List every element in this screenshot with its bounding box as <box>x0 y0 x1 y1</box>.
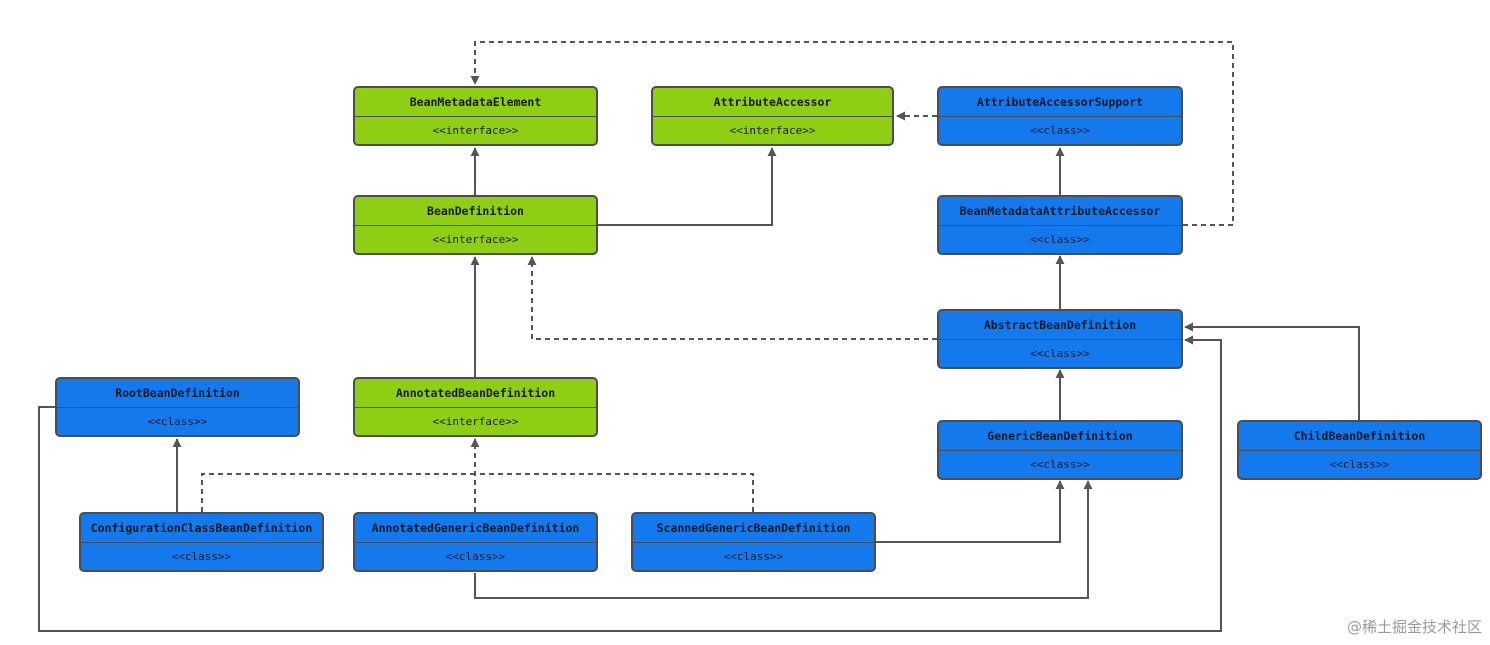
edge-beandefinition-extends-attributeaccessor <box>598 147 777 226</box>
node-title: AnnotatedGenericBeanDefinition <box>355 514 596 543</box>
node-title: AnnotatedBeanDefinition <box>355 379 596 408</box>
node-title: ScannedGenericBeanDefinition <box>633 514 874 543</box>
node-stereotype: <<class>> <box>1030 124 1090 137</box>
node-stereotype: <<class>> <box>1329 458 1390 471</box>
node-title: AbstractBeanDefinition <box>939 311 1181 340</box>
node-stereotype: <<interface>> <box>432 124 519 137</box>
node-stereotype: <<class>> <box>723 550 784 563</box>
edge-scannedgeneric-extends-genericbeandefinition <box>876 480 1065 543</box>
node-stereotype: <<class>> <box>1030 347 1090 360</box>
node-annotatedbeandefinition[interactable]: AnnotatedBeanDefinition <<interface>> <box>353 377 598 437</box>
node-abstractbeandefinition[interactable]: AbstractBeanDefinition <<class>> <box>937 309 1183 369</box>
edge-configurationclass-implements-annotatedbeandefinition <box>201 473 475 512</box>
node-attributeaccessor[interactable]: AttributeAccessor <<interface>> <box>651 86 894 146</box>
node-title: BeanDefinition <box>355 197 596 226</box>
node-stereotype: <<interface>> <box>729 124 816 137</box>
node-title: ConfigurationClassBeanDefinition <box>81 514 322 543</box>
node-stereotype: <<class>> <box>1030 233 1090 246</box>
edge-annotatedgeneric-extends-genericbeandefinition <box>474 480 1093 599</box>
node-title: RootBeanDefinition <box>57 379 298 408</box>
node-scannedgenericbeandefinition[interactable]: ScannedGenericBeanDefinition <<class>> <box>631 512 876 572</box>
node-configurationclassbeandefinition[interactable]: ConfigurationClassBeanDefinition <<class… <box>79 512 324 572</box>
node-title: AttributeAccessorSupport <box>939 88 1181 117</box>
watermark: @稀土掘金技术社区 <box>1346 618 1482 636</box>
node-beanmetadataattributeaccessor[interactable]: BeanMetadataAttributeAccessor <<class>> <box>937 195 1183 255</box>
node-stereotype: <<interface>> <box>432 415 519 428</box>
node-childbeandefinition[interactable]: ChildBeanDefinition <<class>> <box>1237 420 1482 480</box>
node-stereotype: <<class>> <box>171 550 232 563</box>
node-title: BeanMetadataAttributeAccessor <box>939 197 1181 226</box>
node-beanmetadataelement[interactable]: BeanMetadataElement <<interface>> <box>353 86 598 146</box>
edge-abstractbeandefinition-implements-beandefinition <box>527 256 937 340</box>
node-attributeaccessorsupport[interactable]: AttributeAccessorSupport <<class>> <box>937 86 1183 146</box>
edge-scannedgeneric-implements-annotatedbeandefinition <box>475 473 754 512</box>
node-genericbeandefinition[interactable]: GenericBeanDefinition <<class>> <box>937 420 1183 480</box>
edge-childbeandefinition-extends-abstractbeandefinition <box>1184 322 1360 420</box>
node-stereotype: <<class>> <box>147 415 208 428</box>
node-title: AttributeAccessor <box>653 88 892 117</box>
node-stereotype: <<interface>> <box>432 233 519 246</box>
node-rootbeandefinition[interactable]: RootBeanDefinition <<class>> <box>55 377 300 437</box>
node-annotatedgenericbeandefinition[interactable]: AnnotatedGenericBeanDefinition <<class>> <box>353 512 598 572</box>
node-title: ChildBeanDefinition <box>1239 422 1480 451</box>
edge-rootbeandefinition-extends-abstractbeandefinition <box>38 335 1222 632</box>
node-title: BeanMetadataElement <box>355 88 596 117</box>
node-title: GenericBeanDefinition <box>939 422 1181 451</box>
node-stereotype: <<class>> <box>445 550 506 563</box>
node-beandefinition[interactable]: BeanDefinition <<interface>> <box>353 195 598 255</box>
node-stereotype: <<class>> <box>1030 458 1090 471</box>
